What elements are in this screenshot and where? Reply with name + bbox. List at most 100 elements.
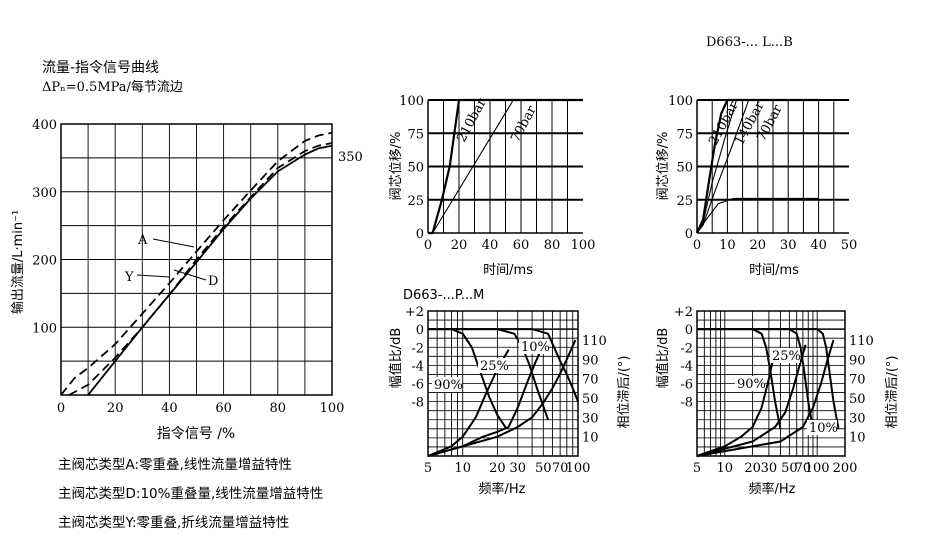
flow-y-tick-label: 400 bbox=[32, 118, 57, 133]
freq4-y2-tick-label: 70 bbox=[849, 373, 866, 388]
freq4-annotation-90pct: 90% bbox=[737, 377, 766, 392]
flow-series-label-y: Y bbox=[124, 270, 134, 285]
freq3-y-tick-label: 0 bbox=[416, 323, 424, 338]
freq4-x-tick-label: 50 bbox=[781, 461, 798, 476]
freq4-x-tick-label: 30 bbox=[761, 461, 778, 476]
freq3-y2-tick-label: 30 bbox=[582, 411, 599, 426]
flow-series-a bbox=[60, 131, 333, 396]
freq4-plot-frame bbox=[696, 310, 846, 457]
freq3-x-tick-label: 30 bbox=[509, 461, 526, 476]
step2-x-tick-label: 10 bbox=[719, 238, 736, 253]
freq4-x-tick-label: 5 bbox=[693, 461, 701, 476]
flow-x-tick-label: 0 bbox=[57, 401, 65, 416]
freq3-annotation-bg bbox=[478, 358, 508, 373]
freq4-y2-tick-label: 10 bbox=[849, 431, 866, 446]
freq3-y-tick-label: -4 bbox=[411, 359, 424, 374]
step1-x-tick-label: 80 bbox=[544, 238, 561, 253]
flow-series-label-d: D bbox=[208, 274, 218, 289]
step1-series-70bar bbox=[428, 99, 514, 234]
freq4-y-tick-label: +2 bbox=[674, 305, 693, 320]
freq4-phase-10pct bbox=[696, 339, 835, 457]
freq4-annotation-bg bbox=[807, 420, 837, 435]
step2-series-25pct bbox=[696, 197, 819, 234]
step2-series-210bar bbox=[696, 98, 819, 234]
flow-end-label: 350 bbox=[338, 150, 363, 165]
flow-leader-y bbox=[136, 274, 171, 278]
note-spool-d: 主阀芯类型D:10%重叠量,线性流量增益特性 bbox=[58, 486, 324, 502]
freq3-annotation-10pct: 10% bbox=[521, 340, 550, 355]
note-spool-y: 主阀芯类型Y:零重叠,折线流量增益特性 bbox=[58, 515, 290, 531]
freq3-y-tick-label: -8 bbox=[411, 396, 424, 411]
step2-y-tick-label: 100 bbox=[668, 94, 693, 109]
freq4-y-tick-label: -2 bbox=[680, 341, 693, 356]
freq3-phase-10pct bbox=[427, 339, 577, 457]
step2-xlabel: 时间/ms bbox=[749, 263, 799, 278]
freq3-annotation-90pct: 90% bbox=[434, 378, 463, 393]
step2-x-tick-label: 40 bbox=[810, 238, 827, 253]
step2-x-tick-label: 30 bbox=[780, 238, 797, 253]
step1-x-tick-label: 20 bbox=[451, 238, 468, 253]
freq4-y-tick-label: 0 bbox=[685, 323, 693, 338]
flow-series-y bbox=[68, 142, 333, 396]
freq4-x-tick-label: 100 bbox=[805, 461, 830, 476]
freq3-y-tick-label: -2 bbox=[411, 341, 424, 356]
flow-x-tick-label: 40 bbox=[161, 401, 178, 416]
step1-x-tick-label: 0 bbox=[424, 238, 432, 253]
freq3-annotation-25pct: 25% bbox=[480, 359, 509, 374]
freq3-x-tick-label: 70 bbox=[552, 461, 569, 476]
freq2-xlabel: 频率/Hz bbox=[749, 481, 796, 497]
freq4-x-tick-label: 70 bbox=[795, 461, 812, 476]
freq4-x-tick-label: 200 bbox=[833, 461, 858, 476]
freq1-y2label: 相位滞后/(°) bbox=[617, 355, 632, 428]
step1-y-tick-label: 0 bbox=[416, 227, 424, 242]
freq4-y-tick-label: -6 bbox=[680, 378, 693, 393]
freq3-y2-tick-label: 10 bbox=[582, 431, 599, 446]
left-header-line2: ΔPₙ=0.5MPa/每节流边 bbox=[42, 79, 183, 95]
freq4-y-tick-label: -4 bbox=[680, 359, 693, 374]
step2-y-tick-label: 75 bbox=[676, 127, 693, 142]
freq3-x-tick-label: 100 bbox=[566, 461, 591, 476]
freq4-annotation-25pct: 25% bbox=[772, 349, 801, 364]
flow-leader-d bbox=[173, 269, 207, 281]
freq4-annotation-bg bbox=[735, 376, 765, 391]
freq2-ylabel: 幅值比/dB bbox=[655, 328, 671, 389]
flow-xlabel: 指令信号 /% bbox=[157, 426, 235, 442]
freq4-phase-25pct bbox=[696, 344, 807, 457]
flow-y-tick-label: 200 bbox=[32, 254, 57, 269]
flow-ylabel: 输出流量/L·min⁻¹ bbox=[10, 210, 26, 314]
flow-x-tick-label: 80 bbox=[270, 401, 287, 416]
note-spool-a: 主阀芯类型A:零重叠,线性流量增益特性 bbox=[58, 457, 292, 473]
step1-ylabel: 阀芯位移/% bbox=[389, 132, 404, 201]
flow-series-d bbox=[87, 144, 333, 396]
freq4-y-tick-label: -8 bbox=[680, 396, 693, 411]
step1-y-tick-label: 100 bbox=[399, 94, 424, 109]
freq4-x-tick-label: 10 bbox=[717, 461, 734, 476]
step2-x-tick-label: 20 bbox=[750, 238, 767, 253]
flow-x-tick-label: 60 bbox=[215, 401, 232, 416]
freq3-x-tick-label: 5 bbox=[424, 461, 432, 476]
step2-y-tick-label: 25 bbox=[676, 194, 693, 209]
step1-x-tick-label: 40 bbox=[482, 238, 499, 253]
freq4-y2-tick-label: 50 bbox=[849, 392, 866, 407]
freq3-y2-tick-label: 70 bbox=[582, 373, 599, 388]
step2-ylabel: 阀芯位移/% bbox=[656, 132, 671, 201]
freq3-x-tick-label: 50 bbox=[535, 461, 552, 476]
freq3-y2-tick-label: 110 bbox=[582, 334, 607, 349]
freq3-annotation-bg bbox=[432, 377, 462, 392]
step2-x-tick-label: 50 bbox=[841, 238, 858, 253]
freq4-annotation-10pct: 10% bbox=[809, 421, 838, 436]
freq3-x-tick-label: 10 bbox=[454, 461, 471, 476]
freq4-y2-tick-label: 30 bbox=[849, 411, 866, 426]
freq1-ylabel: 幅值比/dB bbox=[388, 328, 404, 389]
freq4-amplitude-10pct bbox=[697, 328, 840, 429]
step2-y-tick-label: 0 bbox=[685, 227, 693, 242]
step2-x-tick-label: 0 bbox=[693, 238, 701, 253]
freq3-y2-tick-label: 50 bbox=[582, 392, 599, 407]
step1-x-tick-label: 60 bbox=[513, 238, 530, 253]
freq3-amplitude-10pct bbox=[428, 328, 579, 402]
step2-title: D663-... L...B bbox=[706, 35, 793, 50]
freq3-x-tick-label: 20 bbox=[489, 461, 506, 476]
step1-label-70bar: 70bar bbox=[508, 103, 540, 145]
step1-y-tick-label: 25 bbox=[407, 194, 424, 209]
